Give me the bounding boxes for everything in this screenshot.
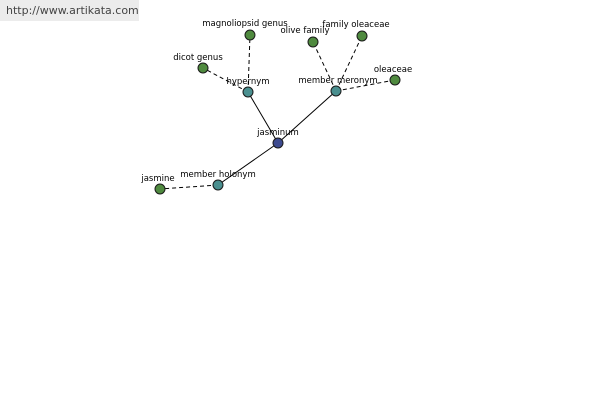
edge-jasminum-to-member-meronym — [277, 90, 337, 144]
node-member-meronym[interactable] — [330, 85, 342, 97]
node-label-member-meronym[interactable]: member meronym — [298, 76, 377, 86]
node-olive-family[interactable] — [307, 36, 319, 48]
edge-member-holonym-to-jasmine — [159, 184, 219, 190]
node-member-holonym[interactable] — [212, 179, 224, 191]
edge-jasminum-to-hypernym — [247, 91, 279, 144]
edge-hypernym-to-magnoliopsid-genus — [247, 34, 251, 93]
edge-member-meronym-to-family-oleaceae — [335, 35, 363, 92]
node-jasmine[interactable] — [154, 183, 166, 195]
edge-member-meronym-to-oleaceae — [335, 79, 396, 92]
node-label-jasmine[interactable]: jasmine — [140, 174, 174, 184]
node-label-olive-family[interactable]: olive family — [280, 26, 329, 36]
node-label-family-oleaceae[interactable]: family oleaceae — [322, 20, 389, 30]
node-hypernym[interactable] — [242, 86, 254, 98]
site-url[interactable]: http://www.artikata.com — [0, 0, 139, 21]
node-label-dicot-genus[interactable]: dicot genus — [173, 53, 223, 63]
node-label-member-holonym[interactable]: member holonym — [180, 170, 255, 180]
graph-labels: jasminum hypernym member meronym member hol… — [140, 19, 412, 184]
node-magnoliopsid-genus[interactable] — [244, 29, 256, 41]
edge-member-meronym-to-olive-family — [312, 41, 337, 92]
edge-jasminum-to-member-holonym — [217, 142, 279, 186]
graph-edges — [159, 34, 396, 190]
node-label-magnoliopsid-genus[interactable]: magnoliopsid genus — [202, 19, 288, 29]
graph-nodes — [154, 29, 401, 195]
edge-hypernym-to-dicot-genus — [202, 67, 249, 93]
node-family-oleaceae[interactable] — [356, 30, 368, 42]
node-jasminum[interactable] — [272, 137, 284, 149]
node-dicot-genus[interactable] — [197, 62, 209, 74]
node-oleaceae[interactable] — [389, 74, 401, 86]
node-label-oleaceae[interactable]: oleaceae — [374, 65, 412, 75]
node-label-jasminum[interactable]: jasminum — [256, 128, 299, 138]
node-label-hypernym[interactable]: hypernym — [226, 77, 269, 87]
